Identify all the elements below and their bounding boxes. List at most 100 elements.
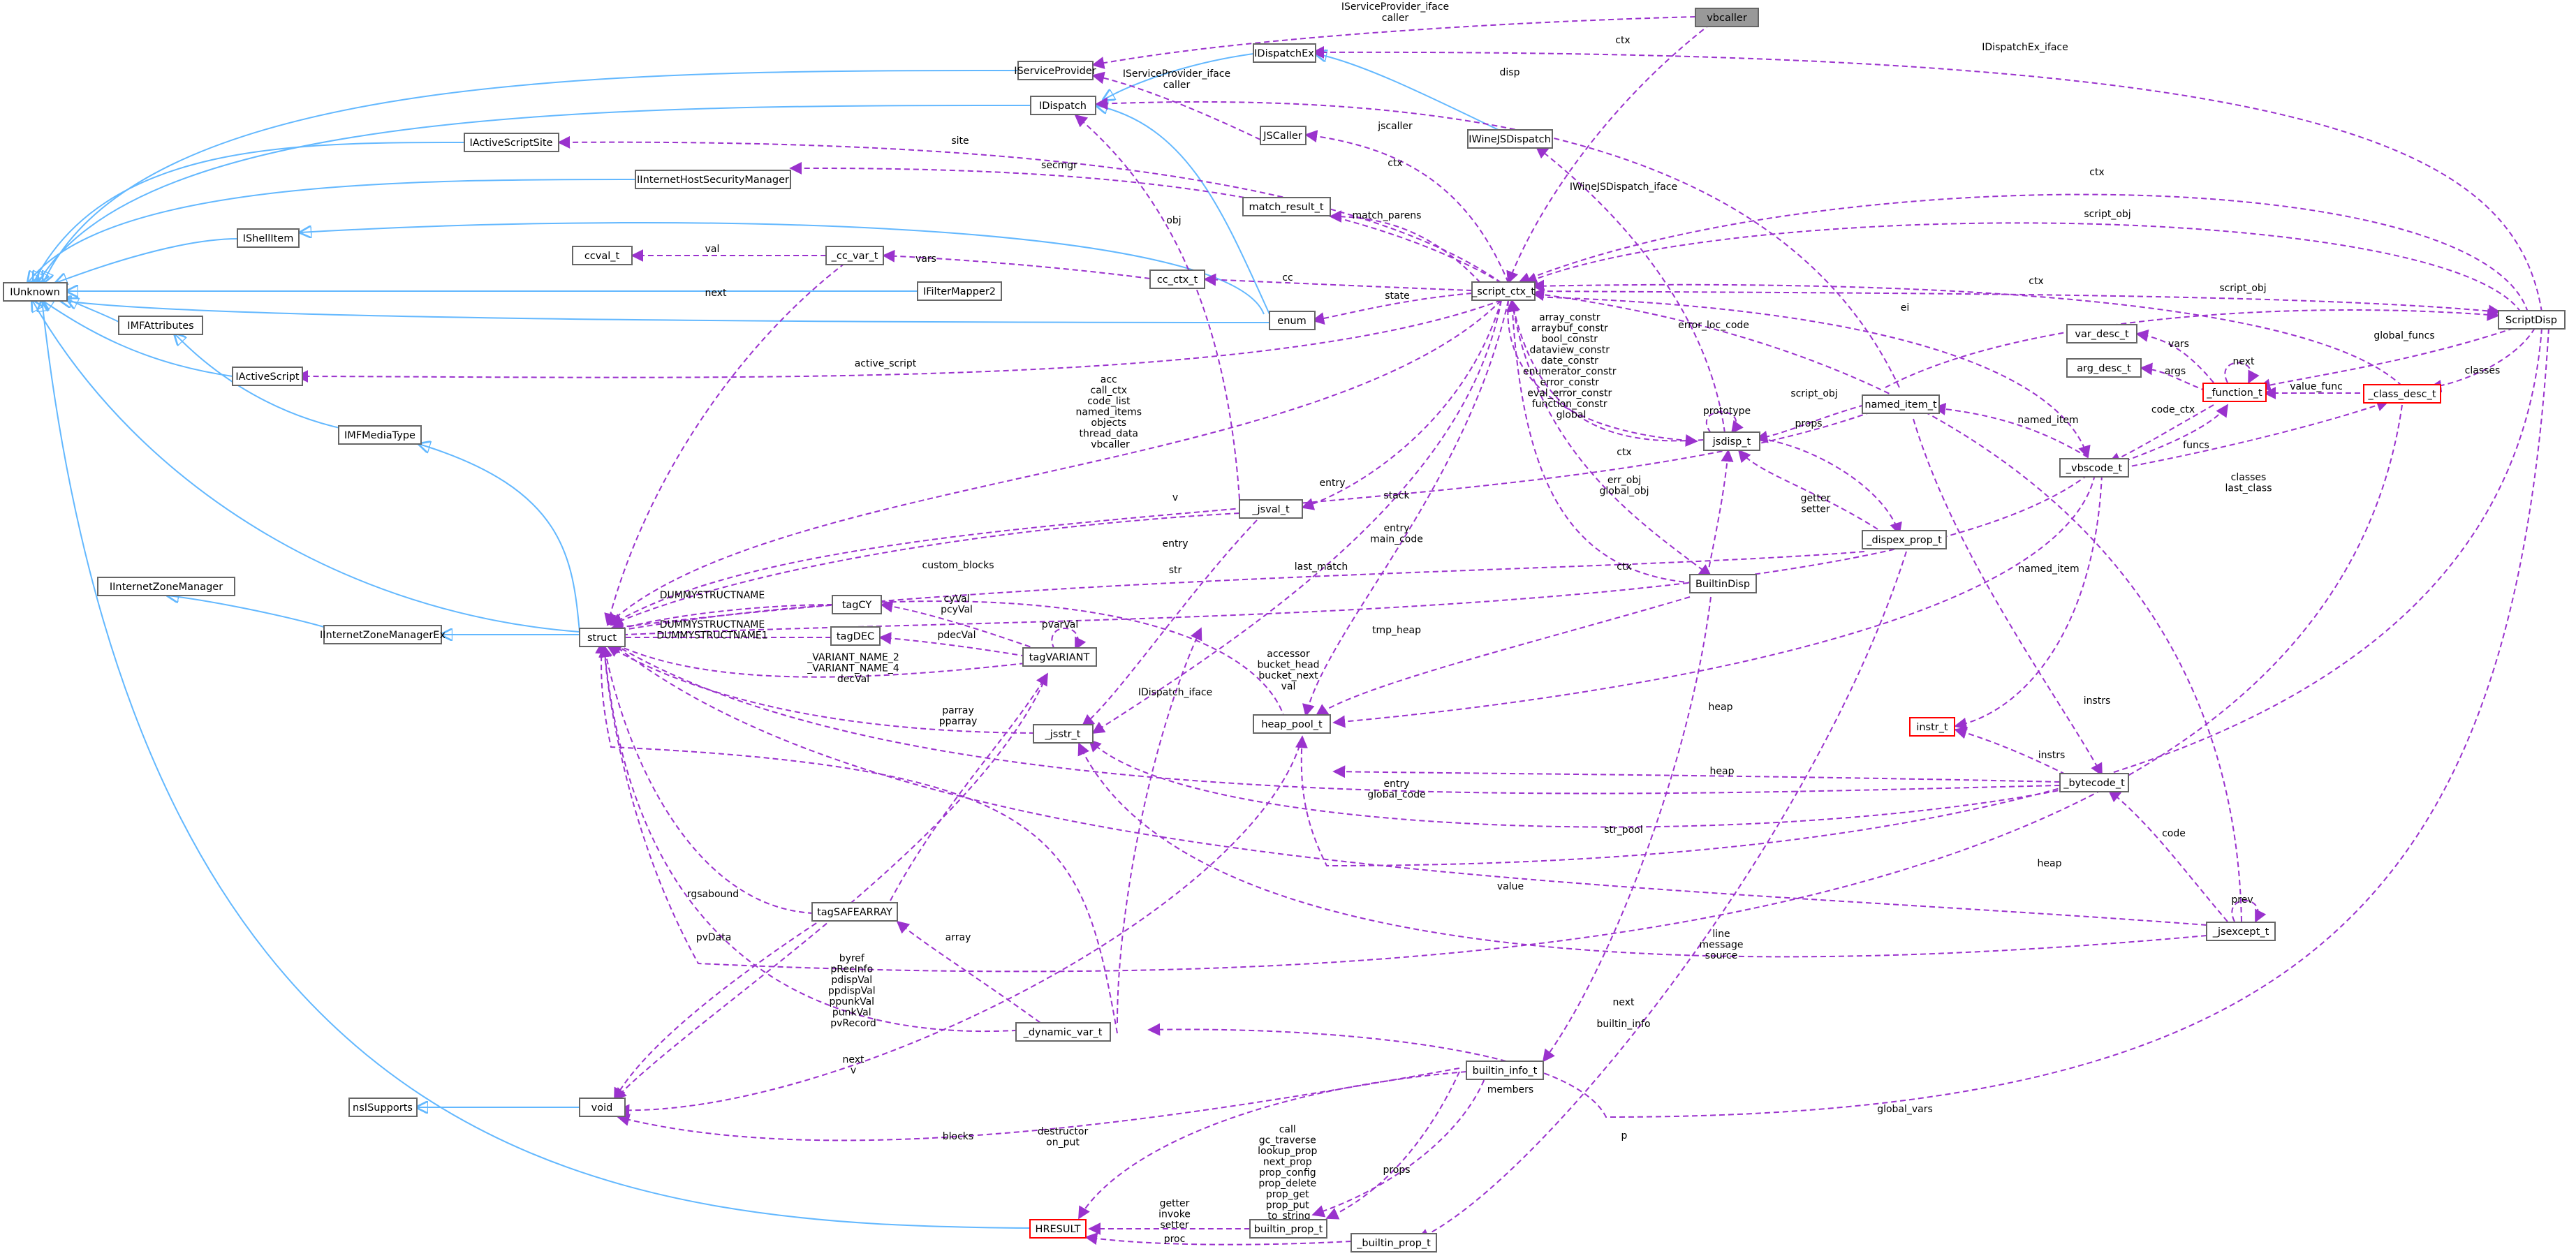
edge-script-ctx-heap-pool (1302, 300, 1509, 717)
node-enum[interactable]: enum (1269, 311, 1316, 330)
edge-script-ctx-jsval-stack (1301, 300, 1502, 510)
node-ishellitem[interactable]: IShellItem (237, 228, 300, 248)
node-tagsafearray[interactable]: tagSAFEARRAY (811, 902, 898, 922)
svg-text:ccval_t: ccval_t (584, 251, 620, 262)
node-arg-desc-t[interactable]: arg_desc_t (2066, 358, 2142, 378)
node-jsdisp-t[interactable]: jsdisp_t (1703, 431, 1760, 451)
svg-text:tagSAFEARRAY: tagSAFEARRAY (817, 907, 892, 918)
edge-jsexcept-jsstr (1077, 742, 2207, 958)
edge-named-item-idispatch (1095, 97, 1900, 388)
edge-label-22: error_loc_code (1678, 320, 1749, 331)
node-bytecode-t[interactable]: _bytecode_t (2059, 773, 2129, 792)
node-jsexcept-t[interactable]: _jsexcept_t (2206, 922, 2276, 941)
edge-script-ctx-struct-acc (606, 300, 1502, 626)
node-var-desc-t[interactable]: var_desc_t (2066, 324, 2137, 343)
node-jsstr-t[interactable]: _jsstr_t (1033, 724, 1094, 744)
edge-iserviceprovider-iunknown (43, 70, 1019, 283)
node-iinternetzonemanagerex[interactable]: IInternetZoneManagerEx (320, 625, 446, 644)
edge-label-6: IWineJSDispatch_iface (1570, 182, 1677, 193)
node-imfmediatype[interactable]: IMFMediaType (338, 425, 422, 445)
node-iwinejsdispatch[interactable]: IWineJSDispatch (1467, 129, 1553, 149)
edge-scriptdisp-script-ctx-script-obj (1524, 222, 2522, 313)
node-nssupports[interactable]: nsISupports (348, 1098, 418, 1117)
node-named-item-t[interactable]: named_item_t (1862, 394, 1940, 414)
node-tagdec[interactable]: tagDEC (830, 626, 881, 646)
node-cc-ctx-t[interactable]: cc_ctx_t (1149, 269, 1205, 289)
edge-script-ctx-iactivescript (295, 300, 1502, 383)
edge-function-arg-desc (2140, 362, 2207, 392)
svg-text:instr_t: instr_t (1916, 722, 1948, 733)
node-iinternethostsecuritymanager[interactable]: IInternetHostSecurityManager (635, 170, 791, 189)
node-void[interactable]: void (579, 1098, 626, 1117)
node-builtin-prop-t-underscore[interactable]: _builtin_prop_t (1350, 1233, 1437, 1253)
edge-dynamic-var-struct (595, 641, 1118, 1034)
edge-label-80: members (1487, 1084, 1533, 1095)
node-iinternetzonemanager[interactable]: IInternetZoneManager (97, 577, 235, 596)
node-scriptdisp[interactable]: ScriptDisp (2498, 310, 2566, 330)
node-vbcaller[interactable]: vbcaller (1695, 8, 1759, 27)
edge-jsdisp-dispex-prop (1759, 438, 1902, 535)
edge-tagcy-struct (610, 604, 833, 635)
edge-label-13: match_parens (1353, 210, 1422, 221)
node-heap-pool-t[interactable]: heap_pool_t (1253, 714, 1331, 734)
edge-tagvariant-tagdec (878, 632, 1027, 657)
svg-text:tagDEC: tagDEC (837, 631, 874, 642)
svg-text:HRESULT: HRESULT (1036, 1224, 1081, 1235)
node-tagvariant[interactable]: tagVARIANT (1022, 647, 1097, 667)
edge-label-50: ctx (1617, 561, 1631, 572)
edge-bytecode-instr (1954, 727, 2075, 779)
svg-text:enum: enum (1277, 316, 1306, 327)
node-builtin-prop-t[interactable]: builtin_prop_t (1249, 1219, 1327, 1239)
edge-builtindisp-script-ctx-ctx (1506, 299, 1694, 584)
edge-jsexcept-bytecode-code (2107, 789, 2228, 922)
svg-text:IWineJSDispatch: IWineJSDispatch (1469, 134, 1551, 145)
node-struct[interactable]: struct (579, 628, 626, 647)
node-iactivescript[interactable]: IActiveScript (232, 367, 303, 386)
edge-cc-ctx-cc-var (882, 249, 1151, 279)
node-tagcy[interactable]: tagCY (832, 595, 882, 614)
edge-vbscode-heap-pool (1332, 474, 2096, 728)
edge-label-31: acc call_ctx code_list named_items objec… (1076, 374, 1145, 450)
edge-label-35: named_item (2017, 415, 2078, 426)
node-match-result-t[interactable]: match_result_t (1242, 197, 1331, 216)
edge-function-function-next (2224, 362, 2260, 384)
node-jscaller[interactable]: JSCaller (1260, 126, 1307, 145)
node-vbscode-t[interactable]: _vbscode_t (2059, 458, 2129, 478)
node-imfattributes[interactable]: IMFAttributes (118, 316, 203, 335)
node-iunknown[interactable]: IUnknown (3, 282, 68, 302)
edge-label-17: next (705, 288, 727, 299)
node-class-desc-t[interactable]: _class_desc_t (2363, 384, 2441, 404)
edge-tagvariant-void (613, 673, 1048, 1101)
node-builtin-info-t[interactable]: builtin_info_t (1466, 1061, 1544, 1080)
node-jsval-t[interactable]: _jsval_t (1239, 499, 1303, 519)
edge-label-71: rgsabound (687, 889, 739, 900)
edge-jsdisp-iwinejsdispatch (1535, 145, 1725, 434)
node-cc-var-t[interactable]: _cc_var_t (825, 246, 884, 265)
node-dynamic-var-t[interactable]: _dynamic_var_t (1015, 1022, 1111, 1042)
node-idispatch[interactable]: IDispatch (1030, 96, 1096, 115)
svg-text:_builtin_prop_t: _builtin_prop_t (1356, 1238, 1431, 1249)
node-ifiltermapper2[interactable]: IFilterMapper2 (917, 281, 1002, 301)
edge-label-16: cc (1282, 272, 1293, 283)
node-ccval-t[interactable]: ccval_t (572, 246, 633, 265)
edge-label-57: tmp_heap (1372, 625, 1421, 636)
node-instr-t[interactable]: instr_t (1909, 717, 1955, 737)
node-hresult[interactable]: HRESULT (1029, 1219, 1087, 1239)
node-dispex-prop-t[interactable]: _dispex_prop_t (1862, 530, 1947, 549)
node-builtindisp[interactable]: BuiltinDisp (1689, 574, 1757, 593)
edge-idispatch-iunknown (38, 105, 1031, 283)
node-idispatchex[interactable]: IDispatchEx (1253, 43, 1316, 63)
node-function-t[interactable]: _function_t (2202, 383, 2267, 402)
edge-vbscode-class-desc (2122, 399, 2390, 468)
edge-tagsafearray-tagvariant (890, 672, 1048, 901)
edge-heap-pool-void-blocks (617, 736, 1303, 1117)
node-iactivescriptsite[interactable]: IActiveScriptSite (464, 133, 559, 152)
node-script-ctx-t[interactable]: _script_ctx_t (1471, 281, 1536, 301)
svg-text:tagVARIANT: tagVARIANT (1029, 652, 1090, 663)
svg-text:_class_desc_t: _class_desc_t (2367, 389, 2436, 400)
node-iserviceprovider[interactable]: IServiceProvider (1014, 61, 1096, 80)
